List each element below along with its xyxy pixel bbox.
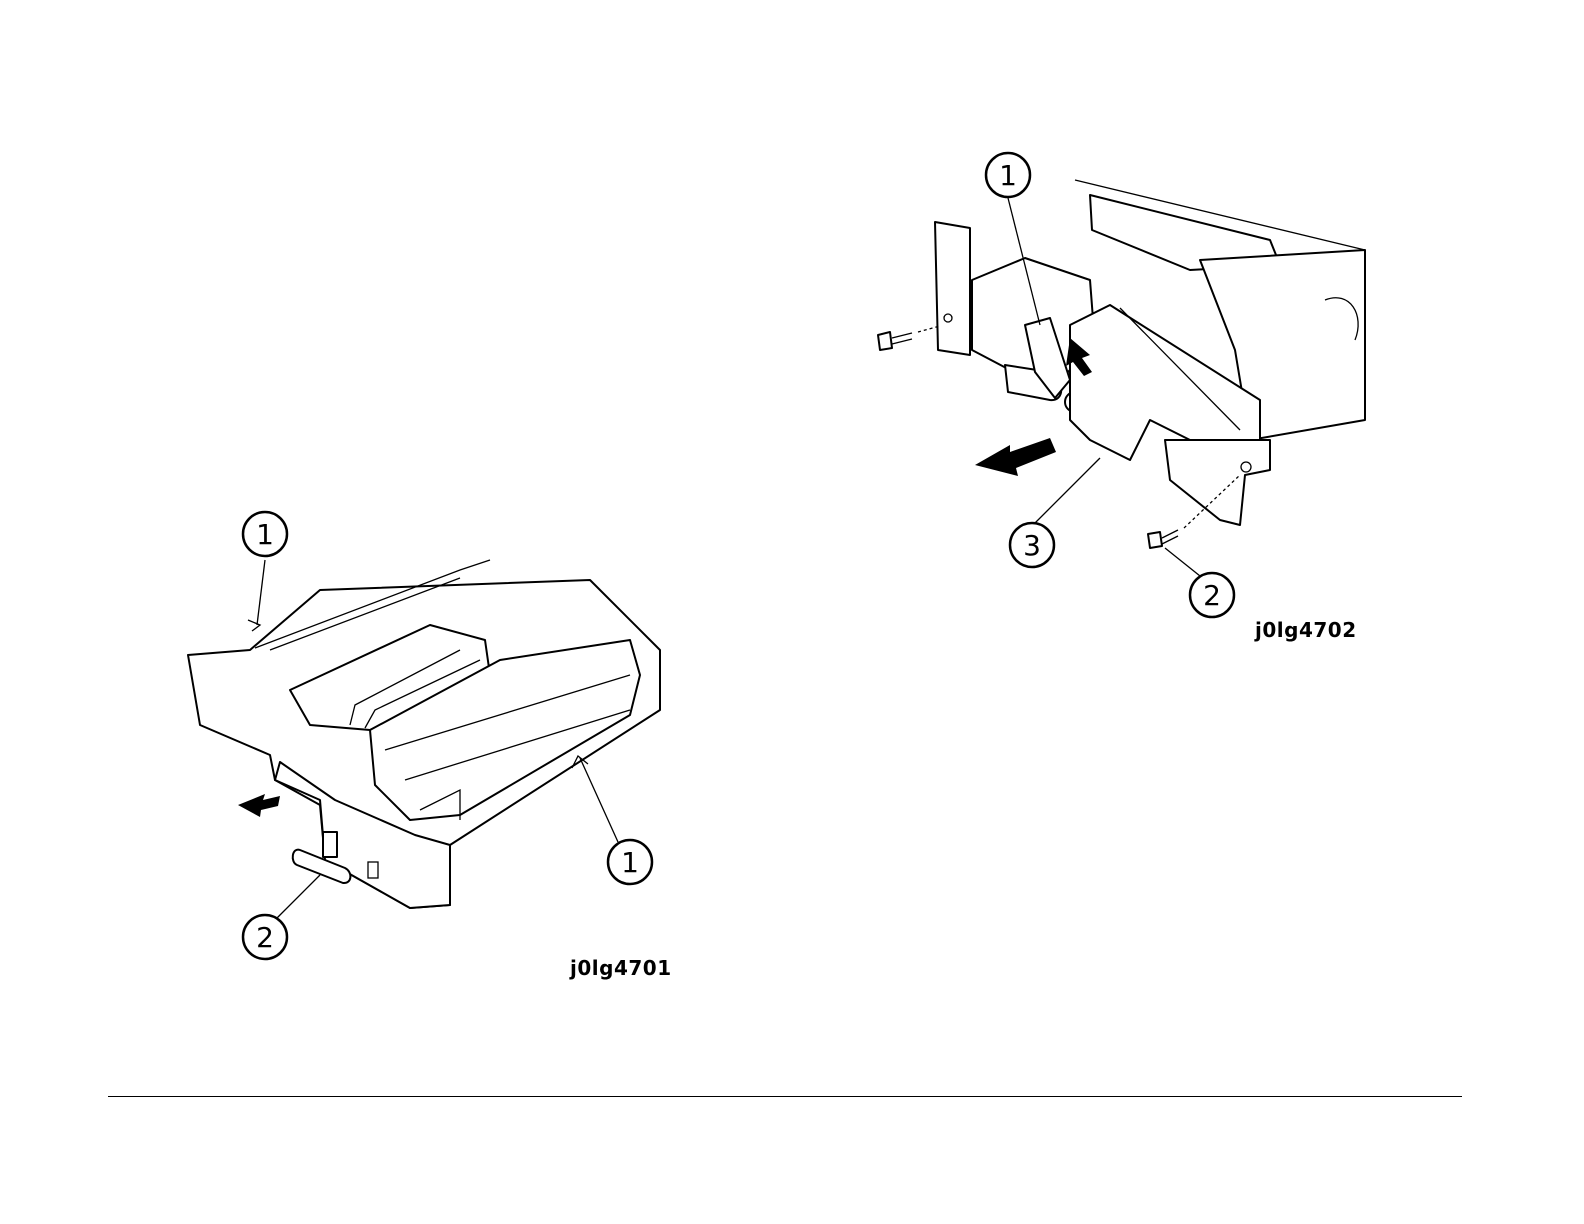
pull-direction-arrow <box>975 438 1056 476</box>
screw-left <box>878 326 940 350</box>
callout-1: 1 <box>986 153 1030 197</box>
svg-text:3: 3 <box>1023 529 1041 562</box>
leader-line <box>580 758 618 842</box>
footer-divider <box>108 1096 1462 1097</box>
pull-direction-arrow <box>238 794 280 817</box>
callout-2: 2 <box>243 915 287 959</box>
figure-j0lg4702: 1 2 3 j0lg4702 <box>860 140 1400 660</box>
bracket-assembly-illustration: 1 2 3 <box>860 140 1400 660</box>
leader-line <box>277 875 320 918</box>
callout-1-top: 1 <box>243 512 287 556</box>
figure-id-label: j0lg4701 <box>570 956 672 980</box>
svg-text:1: 1 <box>621 846 639 879</box>
leader-line <box>1165 548 1205 580</box>
svg-text:2: 2 <box>256 921 274 954</box>
leader-line <box>1033 458 1100 525</box>
drawer-assembly-illustration: 1 1 2 <box>160 500 700 1000</box>
handle-post <box>323 832 337 857</box>
figure-id-label: j0lg4702 <box>1255 618 1357 642</box>
figure-j0lg4701: 1 1 2 j0lg4701 <box>160 500 700 1000</box>
lower-plate <box>1165 440 1270 525</box>
leader-line <box>257 560 265 625</box>
callout-3: 3 <box>1010 523 1054 567</box>
left-plate <box>935 222 970 355</box>
leader-arrowhead <box>248 620 260 631</box>
callout-1-right: 1 <box>608 840 652 884</box>
svg-text:1: 1 <box>999 159 1017 192</box>
svg-text:2: 2 <box>1203 579 1221 612</box>
svg-text:1: 1 <box>256 518 274 551</box>
callout-2: 2 <box>1190 573 1234 617</box>
